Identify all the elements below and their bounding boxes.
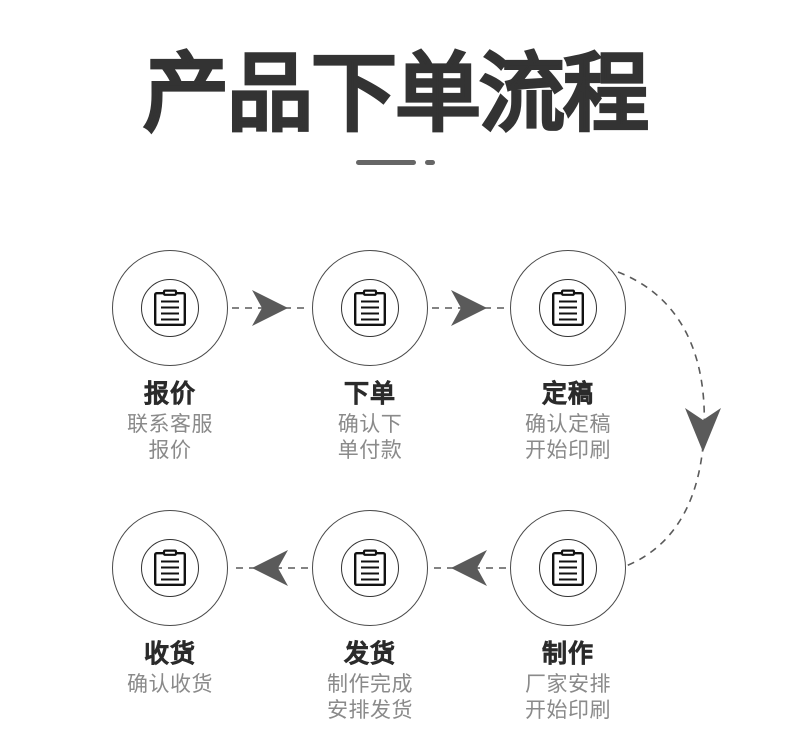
flow-step-5-label: 发货 xyxy=(343,639,396,669)
document-icon xyxy=(354,549,387,587)
flow-step-2-description: 确认下 单付款 xyxy=(270,411,470,463)
document-icon xyxy=(354,289,387,327)
document-icon xyxy=(552,289,585,327)
flow-step-4-desc-line-2: 开始印刷 xyxy=(525,698,611,722)
flow-step-5-circle xyxy=(312,510,428,626)
divider-dash-short xyxy=(424,160,435,165)
flow-step-1[interactable]: 报价 联系客服 报价 xyxy=(70,250,270,463)
arrow-step2-to-step3 xyxy=(432,290,506,326)
flow-step-4[interactable]: 制作 厂家安排 开始印刷 xyxy=(468,510,668,723)
flow-step-5-description: 制作完成 安排发货 xyxy=(270,671,470,723)
flow-step-3-inner-circle xyxy=(539,279,597,337)
flow-step-6[interactable]: 收货 确认收货 xyxy=(70,510,270,697)
flow-step-6-desc-line-1: 确认收货 xyxy=(127,672,213,696)
flow-step-2-inner-circle xyxy=(341,279,399,337)
document-icon xyxy=(154,289,187,327)
title-divider xyxy=(0,160,790,165)
page-title: 产品下单流程 xyxy=(142,43,650,145)
flow-step-6-circle xyxy=(112,510,228,626)
flow-step-3-description: 确认定稿 开始印刷 xyxy=(468,411,668,463)
flow-step-1-circle xyxy=(112,250,228,366)
arrow-step5-to-step6 xyxy=(232,550,308,586)
flow-step-4-inner-circle xyxy=(539,539,597,597)
flow-step-4-desc-line-1: 厂家安排 xyxy=(525,672,611,696)
flow-step-3-desc-line-1: 确认定稿 xyxy=(525,412,611,436)
flow-step-5[interactable]: 发货 制作完成 安排发货 xyxy=(270,510,470,723)
flow-step-1-label: 报价 xyxy=(143,379,196,409)
flow-step-6-inner-circle xyxy=(141,539,199,597)
flow-step-4-label: 制作 xyxy=(541,639,594,669)
document-icon xyxy=(552,549,585,587)
flow-step-5-desc-line-2: 安排发货 xyxy=(327,698,413,722)
document-icon xyxy=(154,549,187,587)
flow-step-5-desc-line-1: 制作完成 xyxy=(327,672,413,696)
divider-dash-long xyxy=(355,160,416,165)
arrow-step1-to-step2 xyxy=(232,290,308,326)
flow-step-3-desc-line-2: 开始印刷 xyxy=(525,438,611,462)
flow-step-1-description: 联系客服 报价 xyxy=(70,411,270,463)
flow-step-3-label: 定稿 xyxy=(541,379,594,409)
flow-step-2-desc-line-1: 确认下 xyxy=(337,412,403,436)
flow-step-5-inner-circle xyxy=(341,539,399,597)
flow-step-6-description: 确认收货 xyxy=(70,671,270,697)
flow-step-6-label: 收货 xyxy=(143,639,196,669)
flow-step-4-description: 厂家安排 开始印刷 xyxy=(468,671,668,723)
flow-step-2-desc-line-2: 单付款 xyxy=(337,438,403,462)
flow-step-4-circle xyxy=(510,510,626,626)
flow-step-1-inner-circle xyxy=(141,279,199,337)
flow-step-3[interactable]: 定稿 确认定稿 开始印刷 xyxy=(468,250,668,463)
flow-step-2-label: 下单 xyxy=(343,379,396,409)
flow-step-2-circle xyxy=(312,250,428,366)
flow-step-1-desc-line-2: 报价 xyxy=(148,438,192,462)
flow-step-1-desc-line-1: 联系客服 xyxy=(127,412,213,436)
flow-step-2[interactable]: 下单 确认下 单付款 xyxy=(270,250,470,463)
flow-step-3-circle xyxy=(510,250,626,366)
arrow-step4-to-step5 xyxy=(432,550,506,586)
arrow-step3-to-step4 xyxy=(617,271,721,567)
